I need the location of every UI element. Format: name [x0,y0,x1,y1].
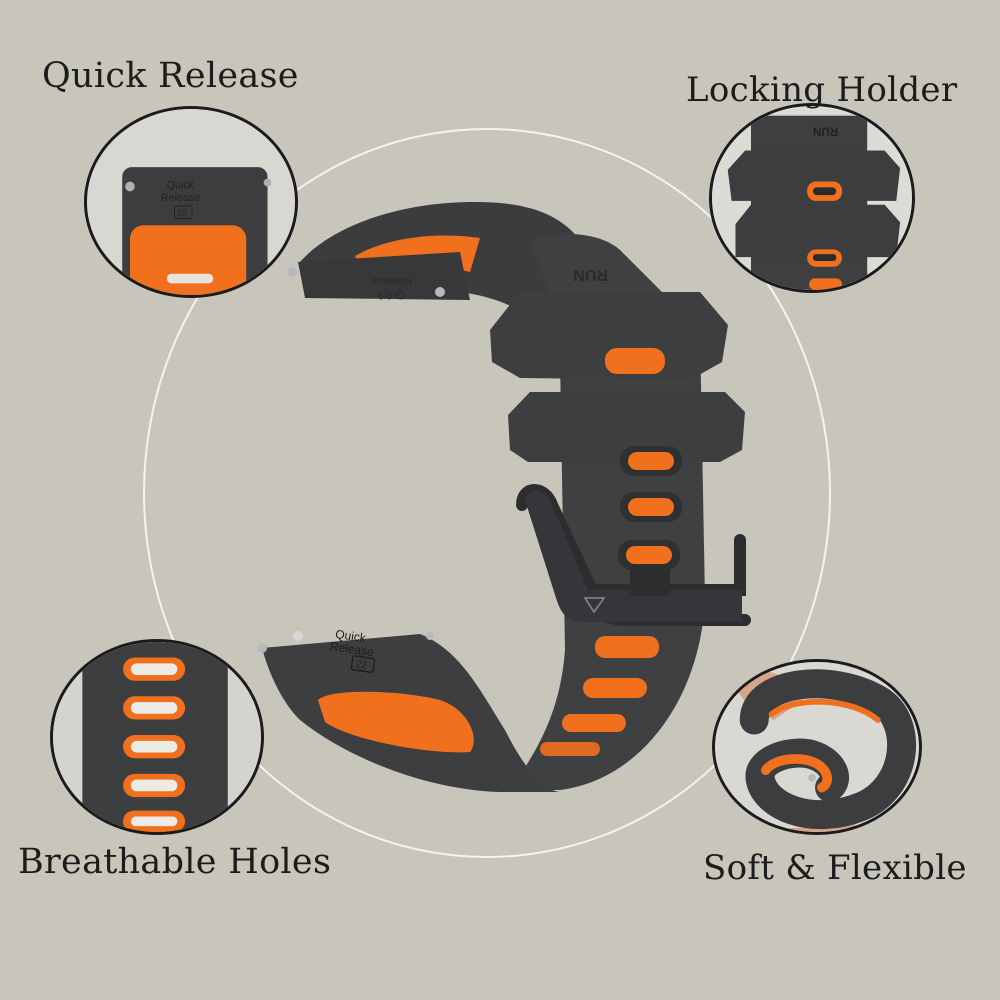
spring-bar-pin [293,631,303,641]
buckle-body [525,490,742,622]
buckle-arrow [583,597,606,614]
svg-text:22: 22 [177,208,187,218]
locking-holder-closeup: RUN [709,103,915,293]
lower-strap-orange [318,691,474,753]
spring-bar-pin [287,267,297,277]
breathable-holes-closeup [50,639,264,835]
feature-label-locking-holder: Locking Holder [686,70,958,110]
quick-release-closeup: Quick Release 22 [84,106,298,298]
spring-bar-pin [257,643,267,653]
spring-bar-pin [435,287,445,297]
strap-hole [583,678,647,698]
strap-hole [595,636,659,658]
svg-text:RUN: RUN [813,124,838,137]
feature-label-breathable-holes: Breathable Holes [18,842,332,882]
strap-engraving-size-lower: 22 [355,659,368,672]
feature-label-soft-flexible: Soft & Flexible [703,848,967,888]
upper-strap-end [298,252,470,300]
svg-text:Quick: Quick [167,179,195,191]
buckle-tongue [630,566,670,596]
strap-engraving-quick-lower: Quick [334,627,367,645]
keeper-slot-orange [605,348,665,374]
decorative-ring [143,128,831,858]
strap-engraving-release: Release [372,275,412,287]
svg-text:Release: Release [161,192,200,204]
strap-engraving-quick: Quick [376,289,405,301]
strap-hole [562,714,626,732]
spring-bar-pin [426,632,434,640]
strap-engraving-release-lower: Release [329,639,375,659]
keeper-loop-lower [508,392,745,462]
strap-engraving-run: RUN [573,266,608,283]
keeper-loop-upper [490,292,728,380]
strap-hole [540,742,600,756]
soft-flexible-closeup [712,659,922,835]
feature-label-quick-release: Quick Release [42,56,299,96]
